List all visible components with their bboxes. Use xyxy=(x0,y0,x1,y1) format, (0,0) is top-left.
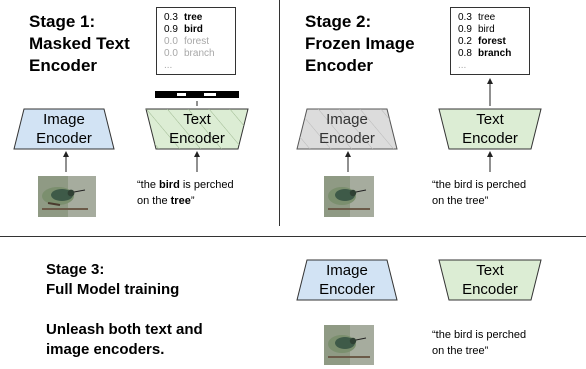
stage1-pred-row: 0.0 forest xyxy=(164,36,235,48)
encoder-trapezoid xyxy=(296,108,398,150)
caption-line1: “the bird is perched xyxy=(432,179,527,191)
stage2-title: Stage 2: Frozen Image Encoder xyxy=(305,11,415,77)
pred-word: branch xyxy=(478,48,512,59)
stage2-caption: “the bird is perched on the tree” xyxy=(432,177,562,209)
encoder-trapezoid xyxy=(438,259,542,301)
stage2-pred-row: 0.3 tree xyxy=(458,12,529,24)
stage1-title: Stage 1: Masked Text Encoder xyxy=(29,11,130,77)
pred-score: 0.3 xyxy=(458,12,472,23)
pred-word: forest xyxy=(184,36,210,47)
caption-line2: on the tree” xyxy=(432,195,489,207)
stage3-title-line1: Stage 3: xyxy=(46,261,105,278)
stage1-prediction-box: 0.3 tree 0.9 bird 0.0 forest 0.0 branch ... xyxy=(156,7,236,75)
stage1-title-line2: Masked Text xyxy=(29,34,130,53)
mask-token xyxy=(204,93,216,96)
pred-ellipsis: ... xyxy=(164,60,173,71)
stage2-pred-row: 0.8 branch xyxy=(458,48,529,60)
encoder-trapezoid xyxy=(145,108,249,150)
stage2-title-line3: Encoder xyxy=(305,56,374,75)
pred-word: tree xyxy=(478,12,496,23)
pred-score: 0.9 xyxy=(164,24,178,35)
vertical-divider xyxy=(279,0,280,226)
stage1-caption: “the bird is perched on the tree” xyxy=(137,177,267,209)
stage1-title-line1: Stage 1: xyxy=(29,12,96,31)
caption-line2: on the tree” xyxy=(137,193,267,209)
caption-line1: “the bird is perched xyxy=(432,329,527,341)
caption-line1: “the bird is perched xyxy=(137,177,267,193)
pred-word: branch xyxy=(184,48,215,59)
stage3-caption: “the bird is perched on the tree” xyxy=(432,327,562,359)
stage3-title-line2: Full Model training xyxy=(46,281,180,298)
pred-score: 0.8 xyxy=(458,48,472,59)
mask-token-bar xyxy=(155,91,239,98)
stage2-pred-row: 0.2 forest xyxy=(458,36,529,48)
pred-score: 0.9 xyxy=(458,24,472,35)
bird-illustration xyxy=(38,176,96,217)
pred-score: 0.2 xyxy=(458,36,472,47)
pred-word: forest xyxy=(478,36,506,47)
stage1-title-line3: Encoder xyxy=(29,56,98,75)
bird-photo xyxy=(324,176,374,217)
stage3-subtitle: Unleash both text and image encoders. xyxy=(46,320,203,360)
mask-token xyxy=(177,93,186,96)
stage1-pred-row: 0.0 branch xyxy=(164,48,235,60)
stage1-pred-row: 0.9 bird xyxy=(164,24,235,36)
pred-score: 0.3 xyxy=(164,12,178,23)
horizontal-divider xyxy=(0,236,586,237)
stage2-prediction-box: 0.3 tree 0.9 bird 0.2 forest 0.8 branch ... xyxy=(450,7,530,75)
stage2-title-line2: Frozen Image xyxy=(305,34,415,53)
caption-text: is perched xyxy=(179,179,234,191)
pred-ellipsis: ... xyxy=(458,60,467,71)
caption-bold-word: tree xyxy=(170,195,191,207)
pred-word: tree xyxy=(184,12,203,23)
caption-text: ” xyxy=(190,195,195,207)
caption-text: “the xyxy=(137,179,160,191)
encoder-trapezoid xyxy=(13,108,115,150)
encoder-trapezoid xyxy=(438,108,542,150)
stage2-pred-row: 0.9 bird xyxy=(458,24,529,36)
caption-text: on the xyxy=(137,195,171,207)
pred-score: 0.0 xyxy=(164,48,178,59)
caption-bold-word: bird xyxy=(159,179,180,191)
pred-word: bird xyxy=(184,24,203,35)
caption-line2: on the tree” xyxy=(432,345,489,357)
bird-illustration xyxy=(324,176,374,217)
pred-word: bird xyxy=(478,24,495,35)
stage3-subtitle-line2: image encoders. xyxy=(46,341,165,358)
stage3-subtitle-line1: Unleash both text and xyxy=(46,321,203,338)
encoder-trapezoid xyxy=(296,259,398,301)
pred-score: 0.0 xyxy=(164,36,178,47)
stage1-pred-row: 0.3 tree xyxy=(164,12,235,24)
bird-photo xyxy=(38,176,96,217)
bird-illustration xyxy=(324,325,374,365)
bird-photo xyxy=(324,325,374,365)
stage3-title: Stage 3: Full Model training xyxy=(46,260,179,300)
stage2-title-line1: Stage 2: xyxy=(305,12,372,31)
